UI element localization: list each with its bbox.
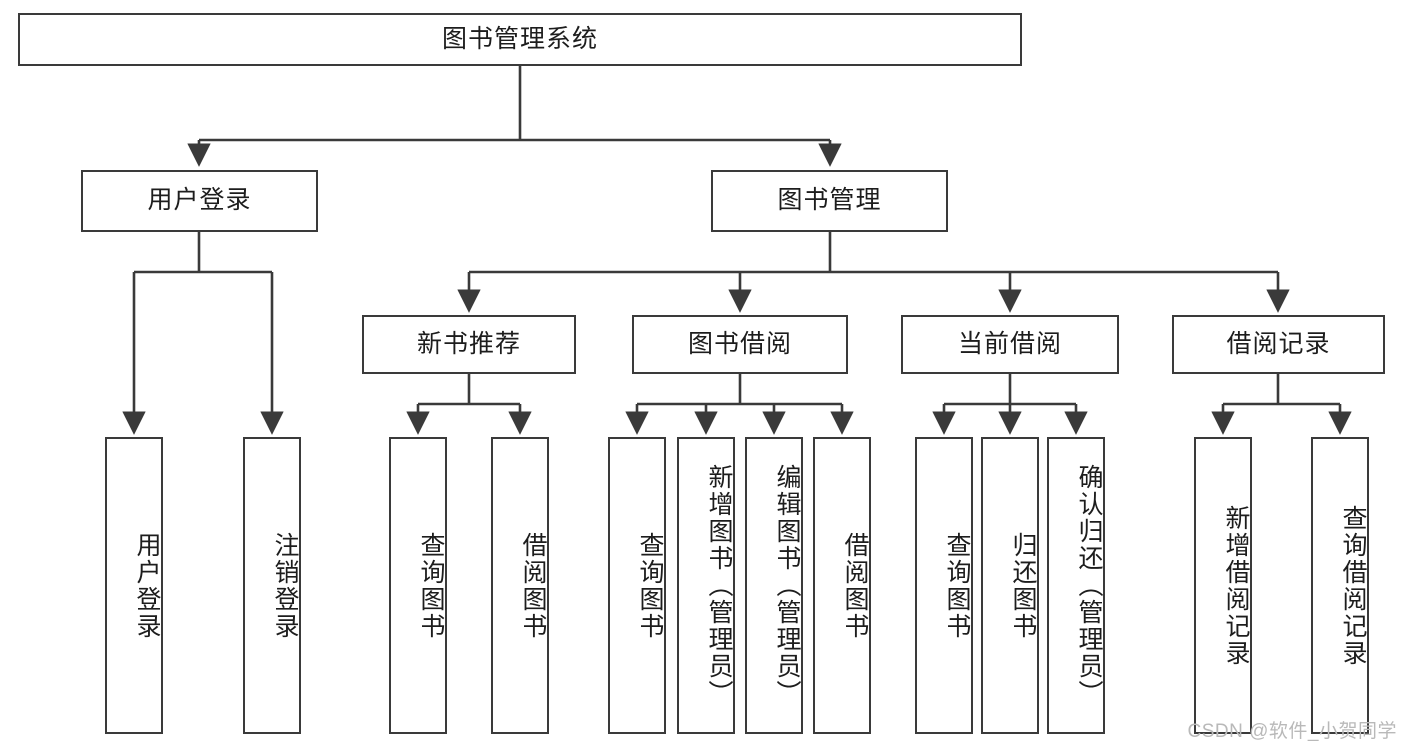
leaf-new-book-2-label: 借阅图书 [519,531,547,640]
node-borrow-record-label: 借阅记录 [1226,329,1331,358]
leaf-book-borrow-4-label: 借阅图书 [841,531,869,640]
leaf-current-borrow-2-label: 归还图书 [1009,531,1037,640]
node-borrow-record[interactable]: 借阅记录 [1172,315,1385,374]
node-new-book-recommend-label: 新书推荐 [416,329,521,358]
leaf-current-borrow-2[interactable]: 归还图书 [981,437,1039,734]
node-book-manage-label: 图书管理 [777,186,882,215]
node-current-borrow[interactable]: 当前借阅 [901,315,1119,374]
leaf-book-borrow-1[interactable]: 查询图书 [608,437,666,734]
csdn-watermark: CSDN @软件_小贺同学 [1187,721,1397,742]
leaf-borrow-record-1[interactable]: 新增借阅记录 [1194,437,1252,734]
leaf-current-borrow-3-label: 确认归还（管理员） [1075,464,1103,707]
leaf-current-borrow-1[interactable]: 查询图书 [915,437,973,734]
node-root[interactable]: 图书管理系统 [18,13,1022,66]
leaf-user-login-1-label: 用户登录 [133,531,161,640]
leaf-user-login-1[interactable]: 用户登录 [105,437,163,734]
leaf-new-book-2[interactable]: 借阅图书 [491,437,549,734]
leaf-current-borrow-1-label: 查询图书 [943,531,971,640]
node-current-borrow-label: 当前借阅 [957,329,1062,358]
leaf-new-book-1-label: 查询图书 [417,531,445,640]
leaf-book-borrow-2-label: 新增图书（管理员） [705,464,733,707]
leaf-borrow-record-2-label: 查询借阅记录 [1339,504,1367,667]
leaf-new-book-1[interactable]: 查询图书 [389,437,447,734]
leaf-book-borrow-2[interactable]: 新增图书（管理员） [677,437,735,734]
leaf-book-borrow-3-label: 编辑图书（管理员） [773,464,801,707]
node-root-label: 图书管理系统 [441,24,598,53]
leaf-borrow-record-1-label: 新增借阅记录 [1222,504,1250,667]
node-book-manage[interactable]: 图书管理 [711,170,948,232]
node-book-borrow-label: 图书借阅 [687,329,792,358]
leaf-book-borrow-4[interactable]: 借阅图书 [813,437,871,734]
leaf-borrow-record-2[interactable]: 查询借阅记录 [1311,437,1369,734]
node-user-login-label: 用户登录 [147,186,252,215]
leaf-user-login-2[interactable]: 注销登录 [243,437,301,734]
node-new-book-recommend[interactable]: 新书推荐 [362,315,576,374]
node-user-login[interactable]: 用户登录 [81,170,318,232]
node-book-borrow[interactable]: 图书借阅 [632,315,848,374]
leaf-book-borrow-1-label: 查询图书 [636,531,664,640]
leaf-user-login-2-label: 注销登录 [271,531,299,640]
leaf-book-borrow-3[interactable]: 编辑图书（管理员） [745,437,803,734]
leaf-current-borrow-3[interactable]: 确认归还（管理员） [1047,437,1105,734]
